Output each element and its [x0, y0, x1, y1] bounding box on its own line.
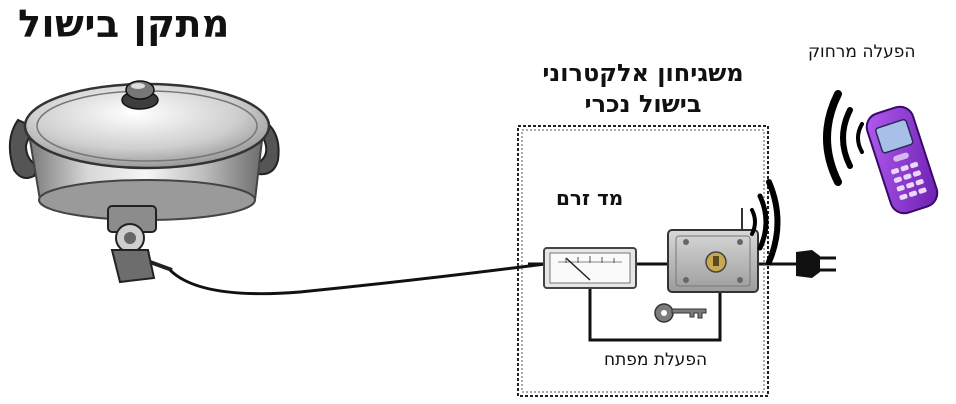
- phone-signal-icon: [823, 90, 864, 186]
- key-activation-label: הפעלת מפתח: [604, 350, 708, 370]
- ammeter-icon: [543, 247, 637, 289]
- current-meter-label: מד זרם: [556, 186, 624, 210]
- cooker-icon: [8, 80, 280, 284]
- device-title-line1: משגיחון אלקטרוני: [542, 59, 744, 87]
- wireless-signal-icon: [750, 179, 781, 265]
- power-plug-icon: [796, 250, 836, 278]
- mobile-phone-icon: [865, 105, 939, 215]
- device-title-line2: בישול נכרי: [584, 90, 702, 118]
- controller-box-icon: [667, 208, 759, 293]
- key-icon: [654, 303, 707, 323]
- cooker-title: מתקן בישול: [18, 2, 230, 46]
- remote-activation-label: הפעלה מרחוק: [808, 42, 916, 62]
- device-title: משגיחון אלקטרוני בישול נכרי: [518, 58, 768, 120]
